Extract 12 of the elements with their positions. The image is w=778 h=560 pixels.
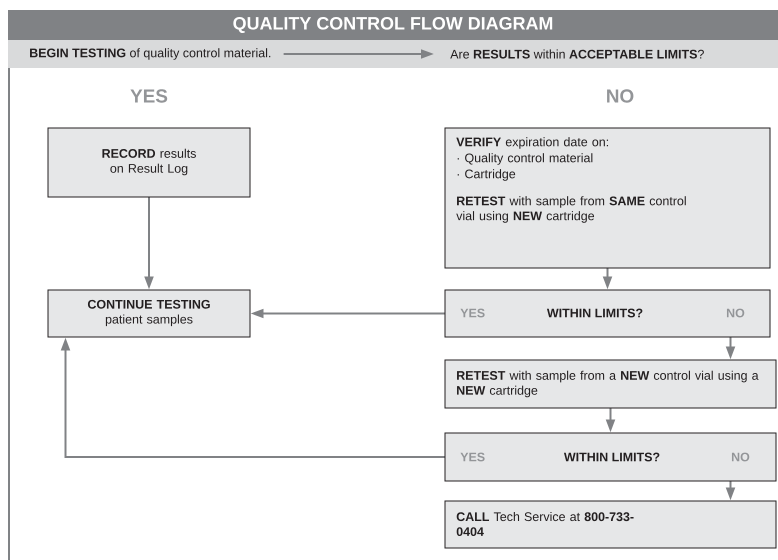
process-box: RETEST with sample from a NEW control vial using a NEW cartridge	[444, 360, 776, 408]
title-bar: QUALITY CONTROL FLOW DIAGRAM	[8, 10, 778, 40]
process-box: CONTINUE TESTING patient samples	[48, 290, 250, 338]
decision-box: YES WITHIN LIMITS? NO	[444, 432, 776, 482]
text-label: Are RESULTS within ACCEPTABLE LIMITS?	[450, 49, 704, 59]
text-label: BEGIN TESTING of quality control material.	[30, 48, 270, 60]
process-box: CALL Tech Service at 800-733-0404	[444, 500, 776, 548]
column-heading: NO	[607, 89, 634, 103]
process-box: RECORD results on Result Log	[48, 128, 250, 198]
column-heading: YES	[130, 89, 168, 103]
process-box: VERIFY expiration date on: · Quality control material · Cartridge RETEST with sample from SAME control vial using NEW cartridge	[444, 128, 770, 268]
decision-box: YES WITHIN LIMITS? NO	[444, 290, 770, 338]
